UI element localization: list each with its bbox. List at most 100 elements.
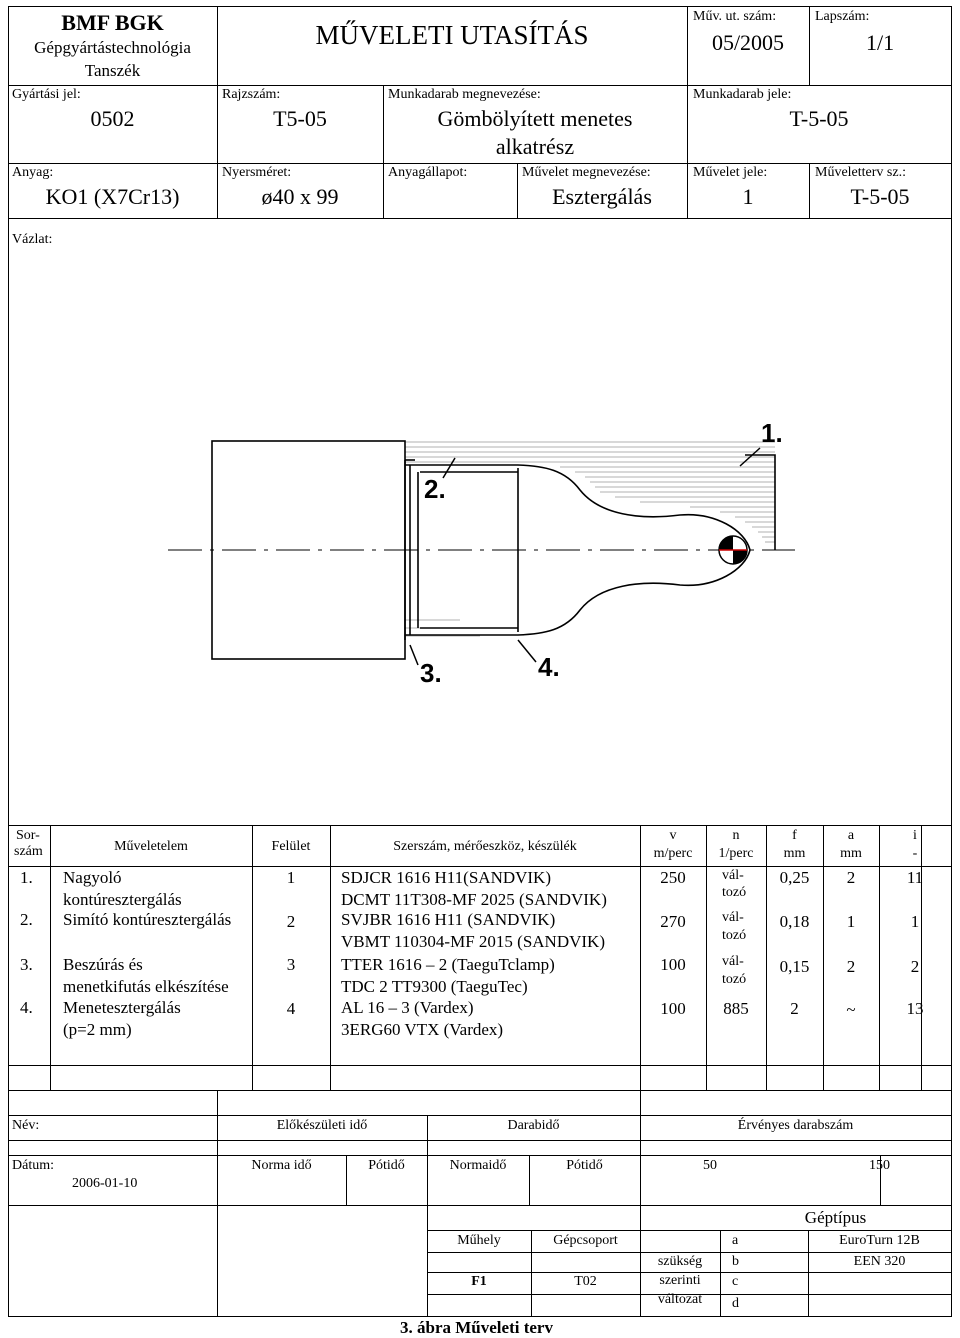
org-name: BMF BGK [61, 10, 164, 35]
muv-ut-szam-value: 05/2005 [711, 30, 785, 55]
row-v: 250 [660, 868, 686, 887]
row-number: 1. [20, 868, 33, 887]
muhely-value: F1 [471, 1274, 487, 1289]
col-n-line2: 1/perc [718, 846, 754, 861]
gyartasi-jel-label: Gyártási jel: [12, 87, 81, 102]
row-f: 0,18 [779, 912, 810, 931]
row-element-line1: Nagyoló [63, 868, 122, 887]
ball-center-mark [718, 535, 748, 565]
ervenyes-darabszam-label: Érvényes darabszám [737, 1118, 854, 1133]
muhely-label: Műhely [457, 1233, 501, 1248]
nyersmeret-value: ø40 x 99 [261, 184, 339, 209]
row-tool-line2: DCMT 11T308-MF 2025 (SANDVIK) [341, 890, 607, 909]
muvelet-jel-value: 1 [742, 184, 754, 209]
gyartasi-jel-value: 0502 [90, 106, 135, 131]
gepcsoport-value: T02 [574, 1274, 597, 1289]
row-i: 11 [906, 868, 924, 887]
datum-value: 2006-01-10 [72, 1176, 138, 1191]
col-felulet: Felület [271, 839, 311, 854]
row-number: 3. [20, 955, 33, 974]
row-tool-line1: TTER 1616 – 2 (TaeguTclamp) [341, 955, 555, 974]
row-element-line1: Simító kontúresztergálás [63, 910, 232, 929]
row-f: 0,25 [779, 868, 810, 887]
row-i: 13 [906, 999, 924, 1018]
muvelet-nev-label: Művelet megnevezése: [522, 165, 651, 180]
col-i-line2: - [912, 846, 918, 861]
anyag-label: Anyag: [12, 165, 54, 180]
variant-letter: d [732, 1296, 739, 1311]
col-sorszam-line1: Sor- [16, 828, 40, 843]
nyersmeret-label: Nyersméret: [222, 165, 292, 180]
row-surface: 4 [286, 999, 296, 1018]
row-tool-line1: AL 16 – 3 (Vardex) [341, 998, 474, 1017]
row-v: 100 [660, 999, 686, 1018]
munkadarab-jel-value: T-5-05 [789, 106, 849, 131]
anyagallapot-label: Anyagállapot: [388, 165, 468, 180]
callout-2: 2. [424, 474, 446, 504]
szukseg-line3: változat [657, 1292, 703, 1307]
stock-allowance-hatch [405, 441, 775, 637]
col-sorszam-line2: szám [14, 844, 43, 859]
norma-ido-label: Norma idő [251, 1158, 312, 1173]
row-tool-line2: VBMT 110304-MF 2015 (SANDVIK) [341, 932, 605, 951]
row-a: 2 [846, 868, 856, 887]
col-v-line2: m/perc [653, 846, 693, 861]
row-n-line1: vál- [722, 954, 744, 969]
variant-value: EEN 320 [853, 1254, 906, 1269]
szukseg-line1: szükség [657, 1254, 703, 1269]
document-title: MŰVELETI UTASÍTÁS [315, 20, 589, 50]
row-a: ~ [846, 1000, 856, 1019]
row-i: 2 [910, 957, 920, 976]
row-n-line2: tozó [722, 885, 747, 900]
darabido-label: Darabidő [507, 1118, 560, 1133]
potido-label-2: Pótidő [566, 1158, 603, 1173]
lapszam-label: Lapszám: [815, 9, 870, 24]
col-szerszam: Szerszám, mérőeszköz, készülék [393, 839, 577, 854]
variant-letter: c [732, 1274, 739, 1289]
potido-label-1: Pótidő [368, 1158, 405, 1173]
col-a-line1: a [847, 828, 855, 843]
row-element-line2: kontúresztergálás [63, 890, 182, 909]
col-muveletelem: Műveletelem [114, 839, 188, 854]
col-f-line2: mm [783, 846, 806, 861]
diameter-icon: ø [261, 184, 273, 209]
row-f: 0,15 [779, 957, 810, 976]
datum-label: Dátum: [12, 1158, 54, 1173]
col-n-line1: n [732, 828, 740, 843]
row-v: 100 [660, 955, 686, 974]
row-number: 4. [20, 998, 33, 1017]
row-tool-line2: 3ERG60 VTX (Vardex) [341, 1020, 504, 1039]
row-a: 1 [846, 912, 856, 931]
row-tool-line2: TDC 2 TT9300 (TaeguTec) [341, 977, 528, 996]
callout-3: 3. [420, 658, 442, 688]
row-surface: 2 [286, 912, 296, 931]
muveletterv-label: Műveletterv sz.: [815, 165, 906, 180]
row-a: 2 [846, 957, 856, 976]
row-n: 885 [723, 999, 749, 1018]
row-number: 2. [20, 910, 33, 929]
szukseg-line2: szerinti [659, 1273, 701, 1288]
row-i: 1 [910, 912, 920, 931]
elokeszuleti-ido-label: Előkészületi idő [276, 1118, 368, 1133]
row-surface: 3 [286, 955, 296, 974]
row-element-line2: menetkifutás elkészítése [63, 977, 229, 996]
muv-ut-szam-label: Műv. ut. szám: [693, 9, 777, 24]
muvelet-nev-value: Esztergálás [552, 184, 652, 209]
row-n-line2: tozó [722, 972, 747, 987]
munkadarab-nev-label: Munkadarab megnevezése: [388, 87, 541, 102]
muvelet-jel-label: Művelet jele: [693, 165, 768, 180]
callout-1: 1. [761, 418, 783, 448]
lapszam-value: 1/1 [866, 30, 895, 55]
col-f-line1: f [792, 828, 797, 843]
col-a-line2: mm [840, 846, 862, 861]
row-element-line1: Beszúrás és [63, 955, 143, 974]
figure-caption: 3. ábra Műveleti terv [400, 1318, 553, 1337]
darabszam-150: 150 [869, 1158, 890, 1173]
munkadarab-nev-line2: alkatrész [495, 134, 575, 159]
row-surface: 1 [286, 868, 296, 887]
geptipus-label: Géptípus [804, 1208, 867, 1227]
row-f: 2 [790, 999, 799, 1018]
variant-letter: b [732, 1254, 739, 1269]
vazlat-label: Vázlat: [12, 232, 53, 247]
